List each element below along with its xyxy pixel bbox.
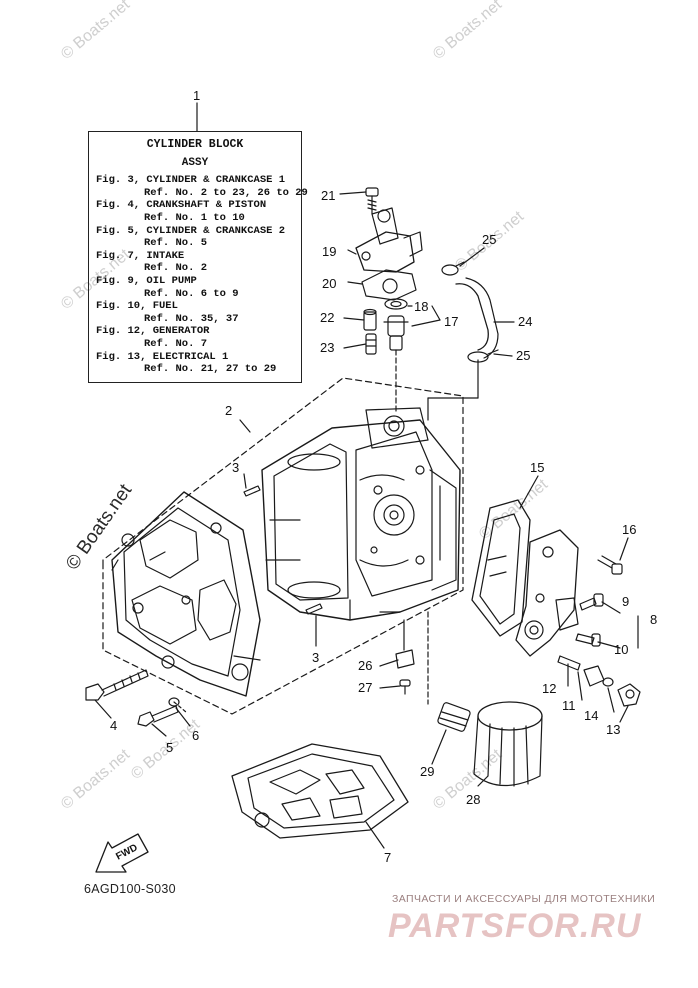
reference-fig: Fig. 12, GENERATOR	[96, 325, 210, 338]
gasket-20	[361, 269, 417, 301]
forward-arrow-icon	[95, 833, 149, 873]
callout-10: 10	[614, 642, 628, 657]
bolt-10	[575, 633, 601, 647]
screw-27	[399, 679, 411, 695]
bolt-16	[597, 555, 623, 575]
reference-box-title: CYLINDER BLOCK	[146, 138, 244, 151]
footer-brand-logo: PARTSFOR.RU	[388, 907, 642, 945]
callout-18: 18	[414, 299, 428, 314]
reference-ref: Ref. No. 7	[144, 337, 208, 350]
callout-12: 12	[542, 681, 556, 696]
reference-fig: Fig. 9, OIL PUMP	[96, 274, 197, 287]
callout-28: 28	[466, 792, 480, 807]
callout-25-upper: 25	[482, 232, 496, 247]
callout-13: 13	[606, 722, 620, 737]
spacer-11	[583, 665, 605, 687]
seal-18	[384, 298, 408, 310]
reference-ref: Ref. No. 21, 27 to 29	[144, 363, 277, 376]
callout-20: 20	[322, 276, 336, 291]
callout-22: 22	[320, 310, 334, 325]
callout-7: 7	[384, 850, 391, 865]
callout-3-upper: 3	[232, 460, 239, 475]
callout-27: 27	[358, 680, 372, 695]
callout-16: 16	[622, 522, 636, 537]
reference-ref: Ref. No. 6 to 9	[144, 287, 239, 300]
cover-plate-15	[471, 499, 531, 637]
oil-filter-28	[473, 701, 543, 787]
reference-ref: Ref. No. 2 to 23, 26 to 29	[144, 186, 308, 199]
cylinder-block-part	[261, 407, 461, 621]
bracket-26	[395, 619, 415, 669]
crankcase-part	[111, 491, 261, 697]
washer-6	[168, 697, 180, 707]
bolt-23	[365, 333, 377, 355]
bolt-4	[85, 669, 149, 701]
callout-6: 6	[192, 728, 199, 743]
plug-13	[617, 683, 641, 707]
reference-fig: Fig. 4, CRANKSHAFT & PISTON	[96, 199, 267, 212]
reference-ref: Ref. No. 35, 37	[144, 312, 239, 325]
callout-1: 1	[193, 88, 200, 103]
o-ring-14	[602, 677, 614, 687]
callout-9: 9	[622, 594, 629, 609]
callout-21: 21	[321, 188, 335, 203]
stud-12	[557, 655, 581, 671]
reference-ref: Ref. No. 1 to 10	[144, 211, 245, 224]
callout-19: 19	[322, 244, 336, 259]
callout-15: 15	[530, 460, 544, 475]
callout-5: 5	[166, 740, 173, 755]
footer-tagline: ЗАПЧАСТИ И АКСЕССУАРЫ ДЛЯ МОТОТЕХНИКИ	[392, 893, 656, 905]
union-bolt-29	[427, 611, 471, 732]
bolt-21	[365, 187, 379, 215]
callout-29: 29	[420, 764, 434, 779]
callout-23: 23	[320, 340, 334, 355]
bolt-9	[579, 593, 604, 611]
callout-25-lower: 25	[516, 348, 530, 363]
clamp-25-lower	[467, 349, 499, 363]
callout-11: 11	[562, 698, 576, 713]
callout-labels: 1 2 3 3 4 5 6 7 8 9 10 11 12 13 14 15 16…	[110, 88, 657, 865]
callout-4: 4	[110, 718, 117, 733]
bolt-5	[137, 705, 179, 727]
callout-26: 26	[358, 658, 372, 673]
callout-17: 17	[444, 314, 458, 329]
reference-fig: Fig. 10, FUEL	[96, 300, 178, 313]
dowel-pin-lower	[305, 603, 323, 615]
clamp-25-upper	[441, 261, 465, 276]
callout-24: 24	[518, 314, 532, 329]
reference-box: CYLINDER BLOCK ASSY Fig. 3, CYLINDER & C…	[88, 131, 308, 383]
reference-box-subtitle: ASSY	[181, 156, 209, 169]
reference-ref: Ref. No. 5	[144, 237, 208, 250]
reference-fig: Fig. 13, ELECTRICAL 1	[96, 350, 229, 363]
reference-fig: Fig. 3, CYLINDER & CRANKCASE 1	[96, 174, 286, 187]
callout-14: 14	[584, 708, 598, 723]
reference-fig: Fig. 7, INTAKE	[96, 249, 185, 262]
reference-fig: Fig. 5, CYLINDER & CRANKCASE 2	[96, 224, 286, 237]
dowel-pin-upper	[243, 485, 261, 497]
thermostat-17	[383, 315, 409, 351]
callout-3-lower: 3	[312, 650, 319, 665]
callout-2: 2	[225, 403, 232, 418]
sleeve-22	[363, 308, 377, 331]
thermostat-cover-part	[355, 207, 423, 273]
callout-8: 8	[650, 612, 657, 627]
diagram-code: 6AGD100-S030	[84, 882, 176, 896]
hose-24	[455, 277, 499, 359]
reference-ref: Ref. No. 2	[144, 262, 208, 275]
bracket-8	[515, 529, 579, 657]
assembly-dashed-outline	[102, 377, 464, 715]
gasket-7	[231, 743, 409, 839]
